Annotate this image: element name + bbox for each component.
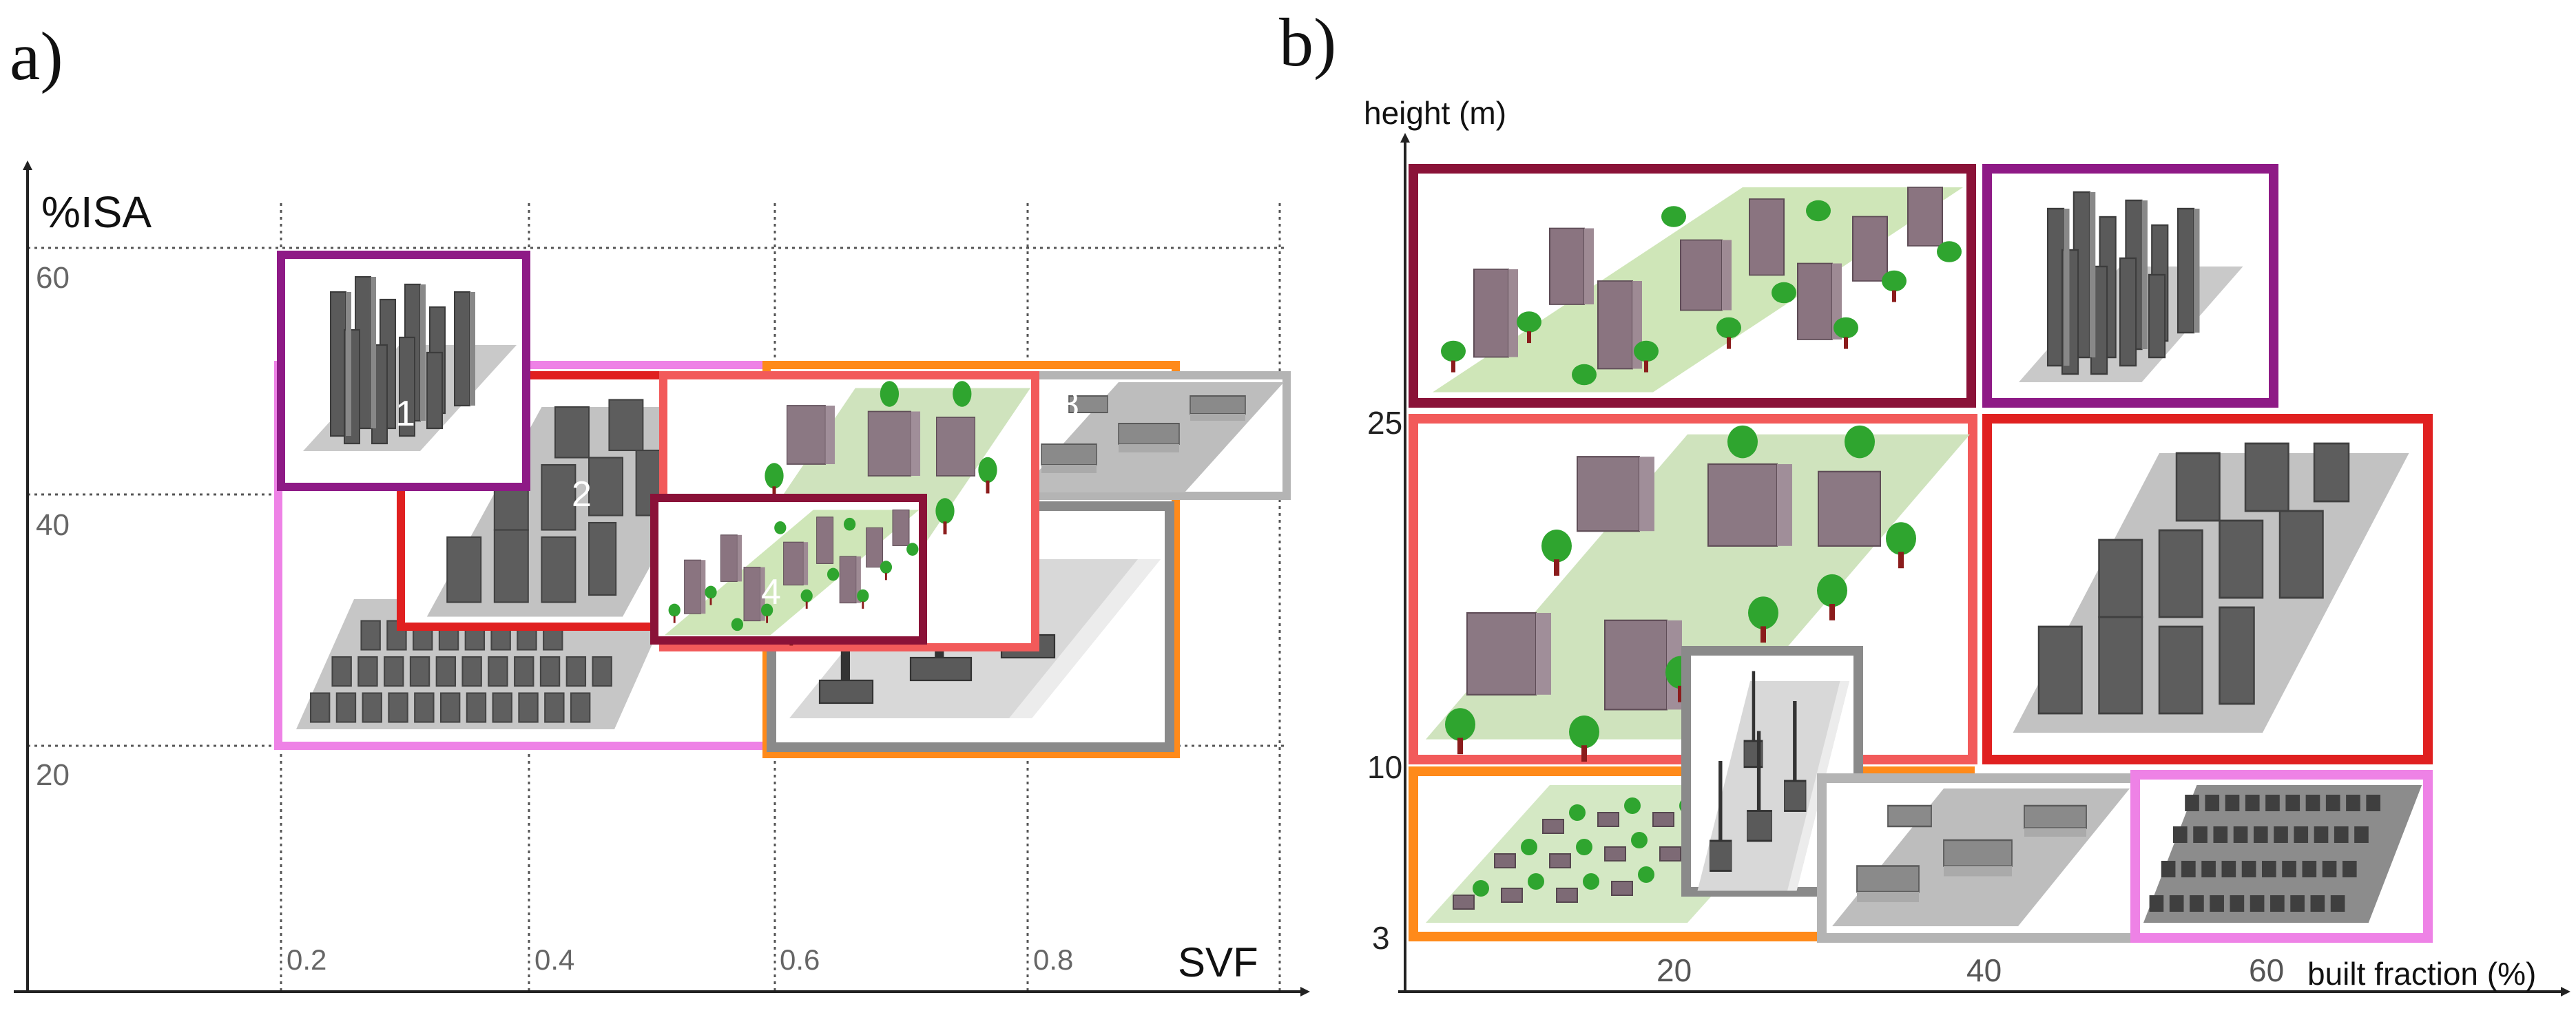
panel-a-y-axis-label: %ISA bbox=[41, 187, 152, 237]
box-lcz1-purple bbox=[277, 251, 530, 491]
box-lcz4-maroon-b bbox=[1409, 164, 1976, 408]
box-lcz8-lightgray-b bbox=[1817, 773, 2140, 943]
panel-a-y-tick: 20 bbox=[36, 758, 70, 792]
panel-a: a) %ISA SVF 60 40 20 0.2 0.4 0.6 0.8 bbox=[10, 18, 1310, 996]
box-lcz2-red-b bbox=[1982, 414, 2433, 764]
box-number: 1 bbox=[395, 394, 415, 434]
panel-b-y-tick: 3 bbox=[1372, 920, 1390, 956]
panel-a-y-tick: 60 bbox=[36, 261, 70, 295]
box-lcz4-maroon bbox=[650, 494, 927, 645]
box-number: 4 bbox=[761, 572, 781, 612]
panel-b-x-tick: 20 bbox=[1656, 952, 1692, 988]
panel-b-y-axis-label: height (m) bbox=[1364, 95, 1506, 131]
panel-a-x-axis-label: SVF bbox=[1178, 939, 1258, 985]
panel-b-x-tick: 40 bbox=[1966, 952, 2002, 988]
panel-a-x-tick: 0.4 bbox=[534, 943, 574, 976]
panel-b-label: b) bbox=[1279, 4, 1336, 81]
panel-b-y-tick: 25 bbox=[1367, 405, 1402, 441]
panel-b-x-tick: 60 bbox=[2249, 952, 2284, 988]
panel-b: b) height (m) built fraction (%) 25 10 3… bbox=[1279, 4, 2570, 996]
panel-a-y-tick: 40 bbox=[36, 508, 70, 542]
panel-b-y-tick: 10 bbox=[1367, 749, 1402, 785]
panel-a-x-tick: 0.2 bbox=[287, 943, 326, 976]
box-number: 2 bbox=[572, 474, 592, 514]
box-number: 8 bbox=[1059, 385, 1079, 425]
box-lcz7-magenta-b bbox=[2130, 770, 2433, 943]
panel-a-x-tick: 0.6 bbox=[780, 943, 820, 976]
box-lcz1-purple-b bbox=[1982, 164, 2278, 408]
panel-b-x-axis-label: built fraction (%) bbox=[2307, 956, 2536, 992]
panel-a-x-tick: 0.8 bbox=[1033, 943, 1073, 976]
panel-a-label: a) bbox=[10, 18, 63, 94]
